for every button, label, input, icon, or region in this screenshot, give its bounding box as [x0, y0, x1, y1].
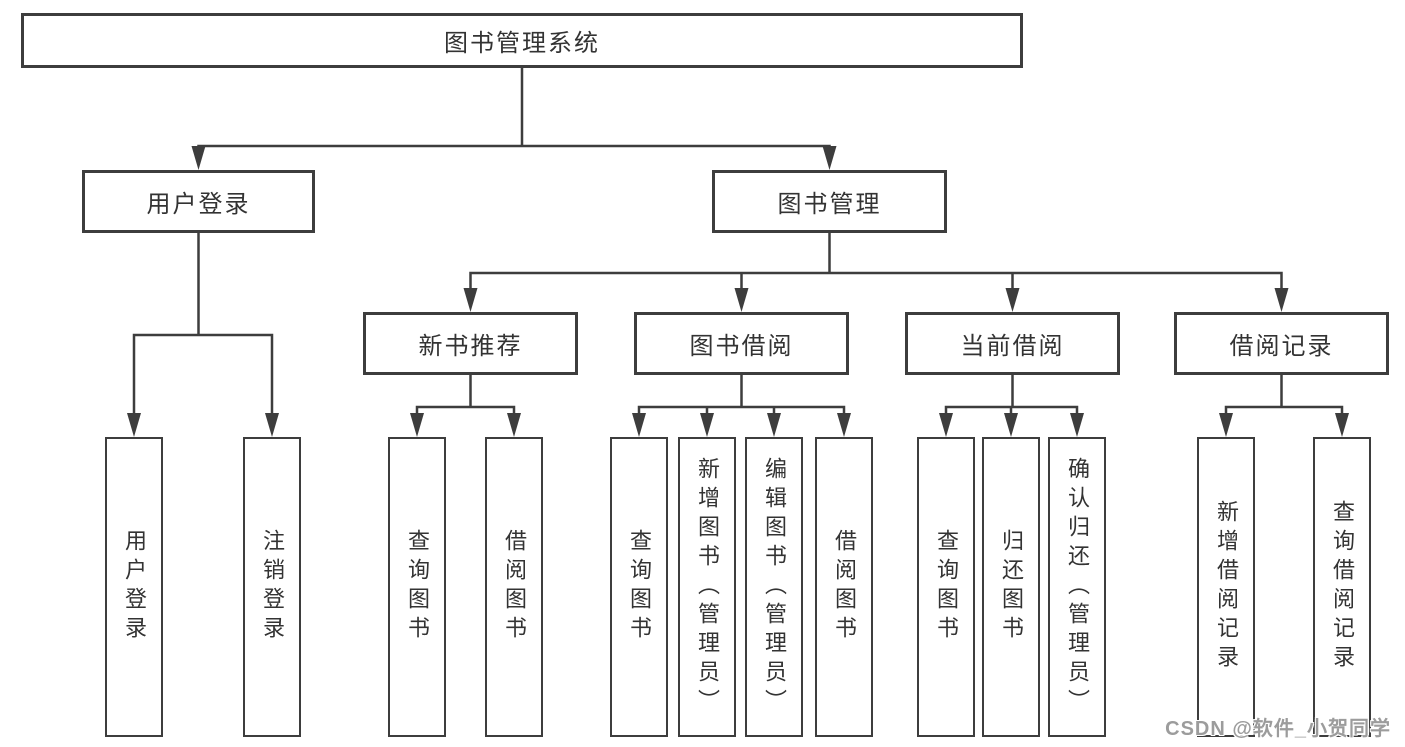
arrowhead-icons — [127, 146, 1349, 437]
leaf-label: 归还图书 — [999, 529, 1024, 645]
arrow-icon — [1005, 288, 1020, 312]
arrow-icon — [767, 413, 781, 437]
leaf-confirm-return-admin: 确认归还（管理员） — [1048, 437, 1106, 737]
arrow-icon — [1004, 413, 1018, 437]
node-current-borrowing: 当前借阅 — [905, 312, 1120, 375]
leaf-logout: 注销登录 — [243, 437, 301, 737]
node-user-login: 用户登录 — [82, 170, 315, 233]
leaf-label: 借阅图书 — [832, 529, 857, 645]
leaf-label: 确认归还（管理员） — [1065, 456, 1090, 718]
arrow-icon — [837, 413, 851, 437]
leaf-borrow-book-bb: 借阅图书 — [815, 437, 873, 737]
arrow-icon — [191, 146, 206, 170]
leaf-label: 新增借阅记录 — [1214, 500, 1239, 674]
arrow-icon — [734, 288, 749, 312]
leaf-label: 查询图书 — [627, 529, 652, 645]
node-library-management-system: 图书管理系统 — [21, 13, 1023, 68]
leaf-label: 查询图书 — [405, 529, 430, 645]
node-book-borrowing: 图书借阅 — [634, 312, 849, 375]
leaf-label: 编辑图书（管理员） — [762, 456, 787, 718]
leaf-label: 查询图书 — [934, 529, 959, 645]
leaf-edit-book-admin: 编辑图书（管理员） — [745, 437, 803, 737]
node-book-management: 图书管理 — [712, 170, 947, 233]
leaf-query-book-bb: 查询图书 — [610, 437, 668, 737]
leaf-label: 注销登录 — [260, 529, 285, 645]
arrow-icon — [507, 413, 521, 437]
watermark-text: CSDN @软件_小贺同学 — [1165, 718, 1391, 740]
leaf-borrow-book-nbr: 借阅图书 — [485, 437, 543, 737]
leaf-label: 新增图书（管理员） — [695, 456, 720, 718]
leaf-label: 查询借阅记录 — [1330, 500, 1355, 674]
arrow-icon — [939, 413, 953, 437]
arrow-icon — [632, 413, 646, 437]
leaf-query-book-cb: 查询图书 — [917, 437, 975, 737]
leaf-query-borrow-record: 查询借阅记录 — [1313, 437, 1371, 737]
arrow-icon — [1070, 413, 1084, 437]
arrow-icon — [410, 413, 424, 437]
leaf-label: 借阅图书 — [502, 529, 527, 645]
node-borrow-records: 借阅记录 — [1174, 312, 1389, 375]
leaf-add-book-admin: 新增图书（管理员） — [678, 437, 736, 737]
leaf-return-book: 归还图书 — [982, 437, 1040, 737]
arrow-icon — [463, 288, 478, 312]
leaf-add-borrow-record: 新增借阅记录 — [1197, 437, 1255, 737]
arrow-icon — [1219, 413, 1233, 437]
arrow-icon — [127, 413, 141, 437]
node-new-book-recommend: 新书推荐 — [363, 312, 578, 375]
tree-edges — [132, 66, 1344, 422]
leaf-label: 用户登录 — [122, 529, 147, 645]
leaf-user-login: 用户登录 — [105, 437, 163, 737]
arrow-icon — [700, 413, 714, 437]
leaf-query-book-nbr: 查询图书 — [388, 437, 446, 737]
arrow-icon — [822, 146, 837, 170]
arrow-icon — [1335, 413, 1349, 437]
arrow-icon — [265, 413, 279, 437]
arrow-icon — [1274, 288, 1289, 312]
